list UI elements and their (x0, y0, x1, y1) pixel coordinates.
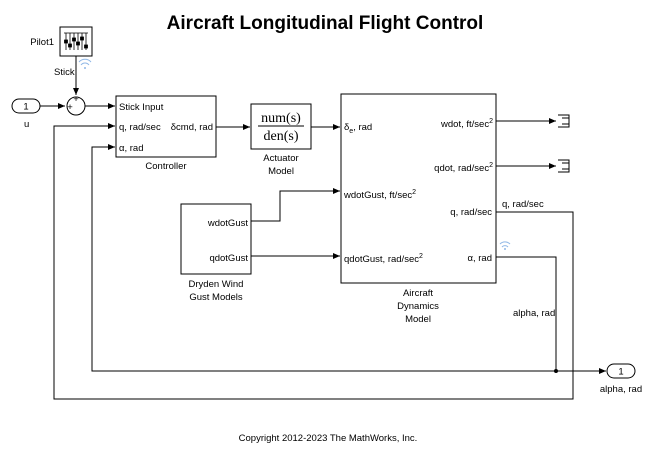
controller-in-q: q, rad/sec (119, 122, 161, 133)
inport-u-label: u (24, 119, 29, 130)
actuator-block[interactable]: num(s) den(s) (250, 103, 312, 150)
dryden-out-q: qdotGust (209, 253, 248, 264)
outport-label: alpha, rad (600, 384, 642, 395)
aircraft-out-alpha: α, rad (467, 253, 492, 264)
aircraft-in-wgust: wdotGust, ft/sec2 (343, 189, 416, 201)
diagram-title: Aircraft Longitudinal Flight Control (167, 13, 484, 34)
stick-signal-label: Stick (54, 67, 75, 78)
aircraft-out-wdot: wdot, ft/sec2 (440, 118, 493, 130)
actuator-numerator: num(s) (261, 111, 301, 126)
terminator-qdot[interactable] (558, 159, 570, 173)
svg-text:+: + (67, 102, 73, 113)
aircraft-in-qgust: qdotGust, rad/sec2 (344, 253, 423, 265)
controller-in-alpha: α, rad (119, 143, 144, 154)
aircraft-name-1: Aircraft (403, 288, 433, 299)
signal-lines (40, 56, 606, 400)
inport-u[interactable]: 1 (11, 98, 41, 114)
copyright-text: Copyright 2012-2023 The MathWorks, Inc. (239, 433, 418, 444)
controller-in-stick: Stick Input (119, 102, 164, 113)
svg-text:1: 1 (23, 102, 28, 113)
controller-block[interactable]: Stick Input q, rad/sec α, rad δcmd, rad (115, 95, 217, 158)
dryden-block[interactable]: wdotGust qdotGust (180, 203, 252, 275)
pilot-label: Pilot1 (30, 37, 54, 48)
aircraft-block[interactable]: δe, rad wdotGust, ft/sec2 qdotGust, rad/… (340, 93, 497, 284)
dryden-name-2: Gust Models (189, 292, 243, 303)
aircraft-in-delta: δe, rad (344, 122, 372, 135)
pilot-block[interactable] (59, 26, 93, 57)
joystick-icon (64, 32, 88, 50)
actuator-name-2: Model (268, 166, 294, 177)
signal-label-alpha: alpha, rad (513, 308, 555, 319)
aircraft-out-q: q, rad/sec (450, 207, 492, 218)
logging-icon (78, 58, 92, 69)
controller-out: δcmd, rad (171, 122, 213, 133)
sum-block[interactable]: + + (66, 94, 86, 116)
logging-icon (499, 241, 511, 250)
terminator-wdot[interactable] (558, 114, 570, 128)
outport-alpha[interactable]: 1 (606, 363, 636, 379)
aircraft-out-qdot: qdot, rad/sec2 (434, 162, 493, 174)
svg-text:1: 1 (618, 367, 623, 378)
actuator-name-1: Actuator (263, 153, 298, 164)
controller-name: Controller (145, 161, 186, 172)
signal-label-q: q, rad/sec (502, 199, 544, 210)
dryden-out-w: wdotGust (207, 218, 248, 229)
aircraft-name-2: Dynamics (397, 301, 439, 312)
actuator-denominator: den(s) (264, 129, 299, 144)
aircraft-name-3: Model (405, 314, 431, 325)
svg-text:+: + (73, 94, 79, 105)
dryden-name-1: Dryden Wind (189, 279, 244, 290)
